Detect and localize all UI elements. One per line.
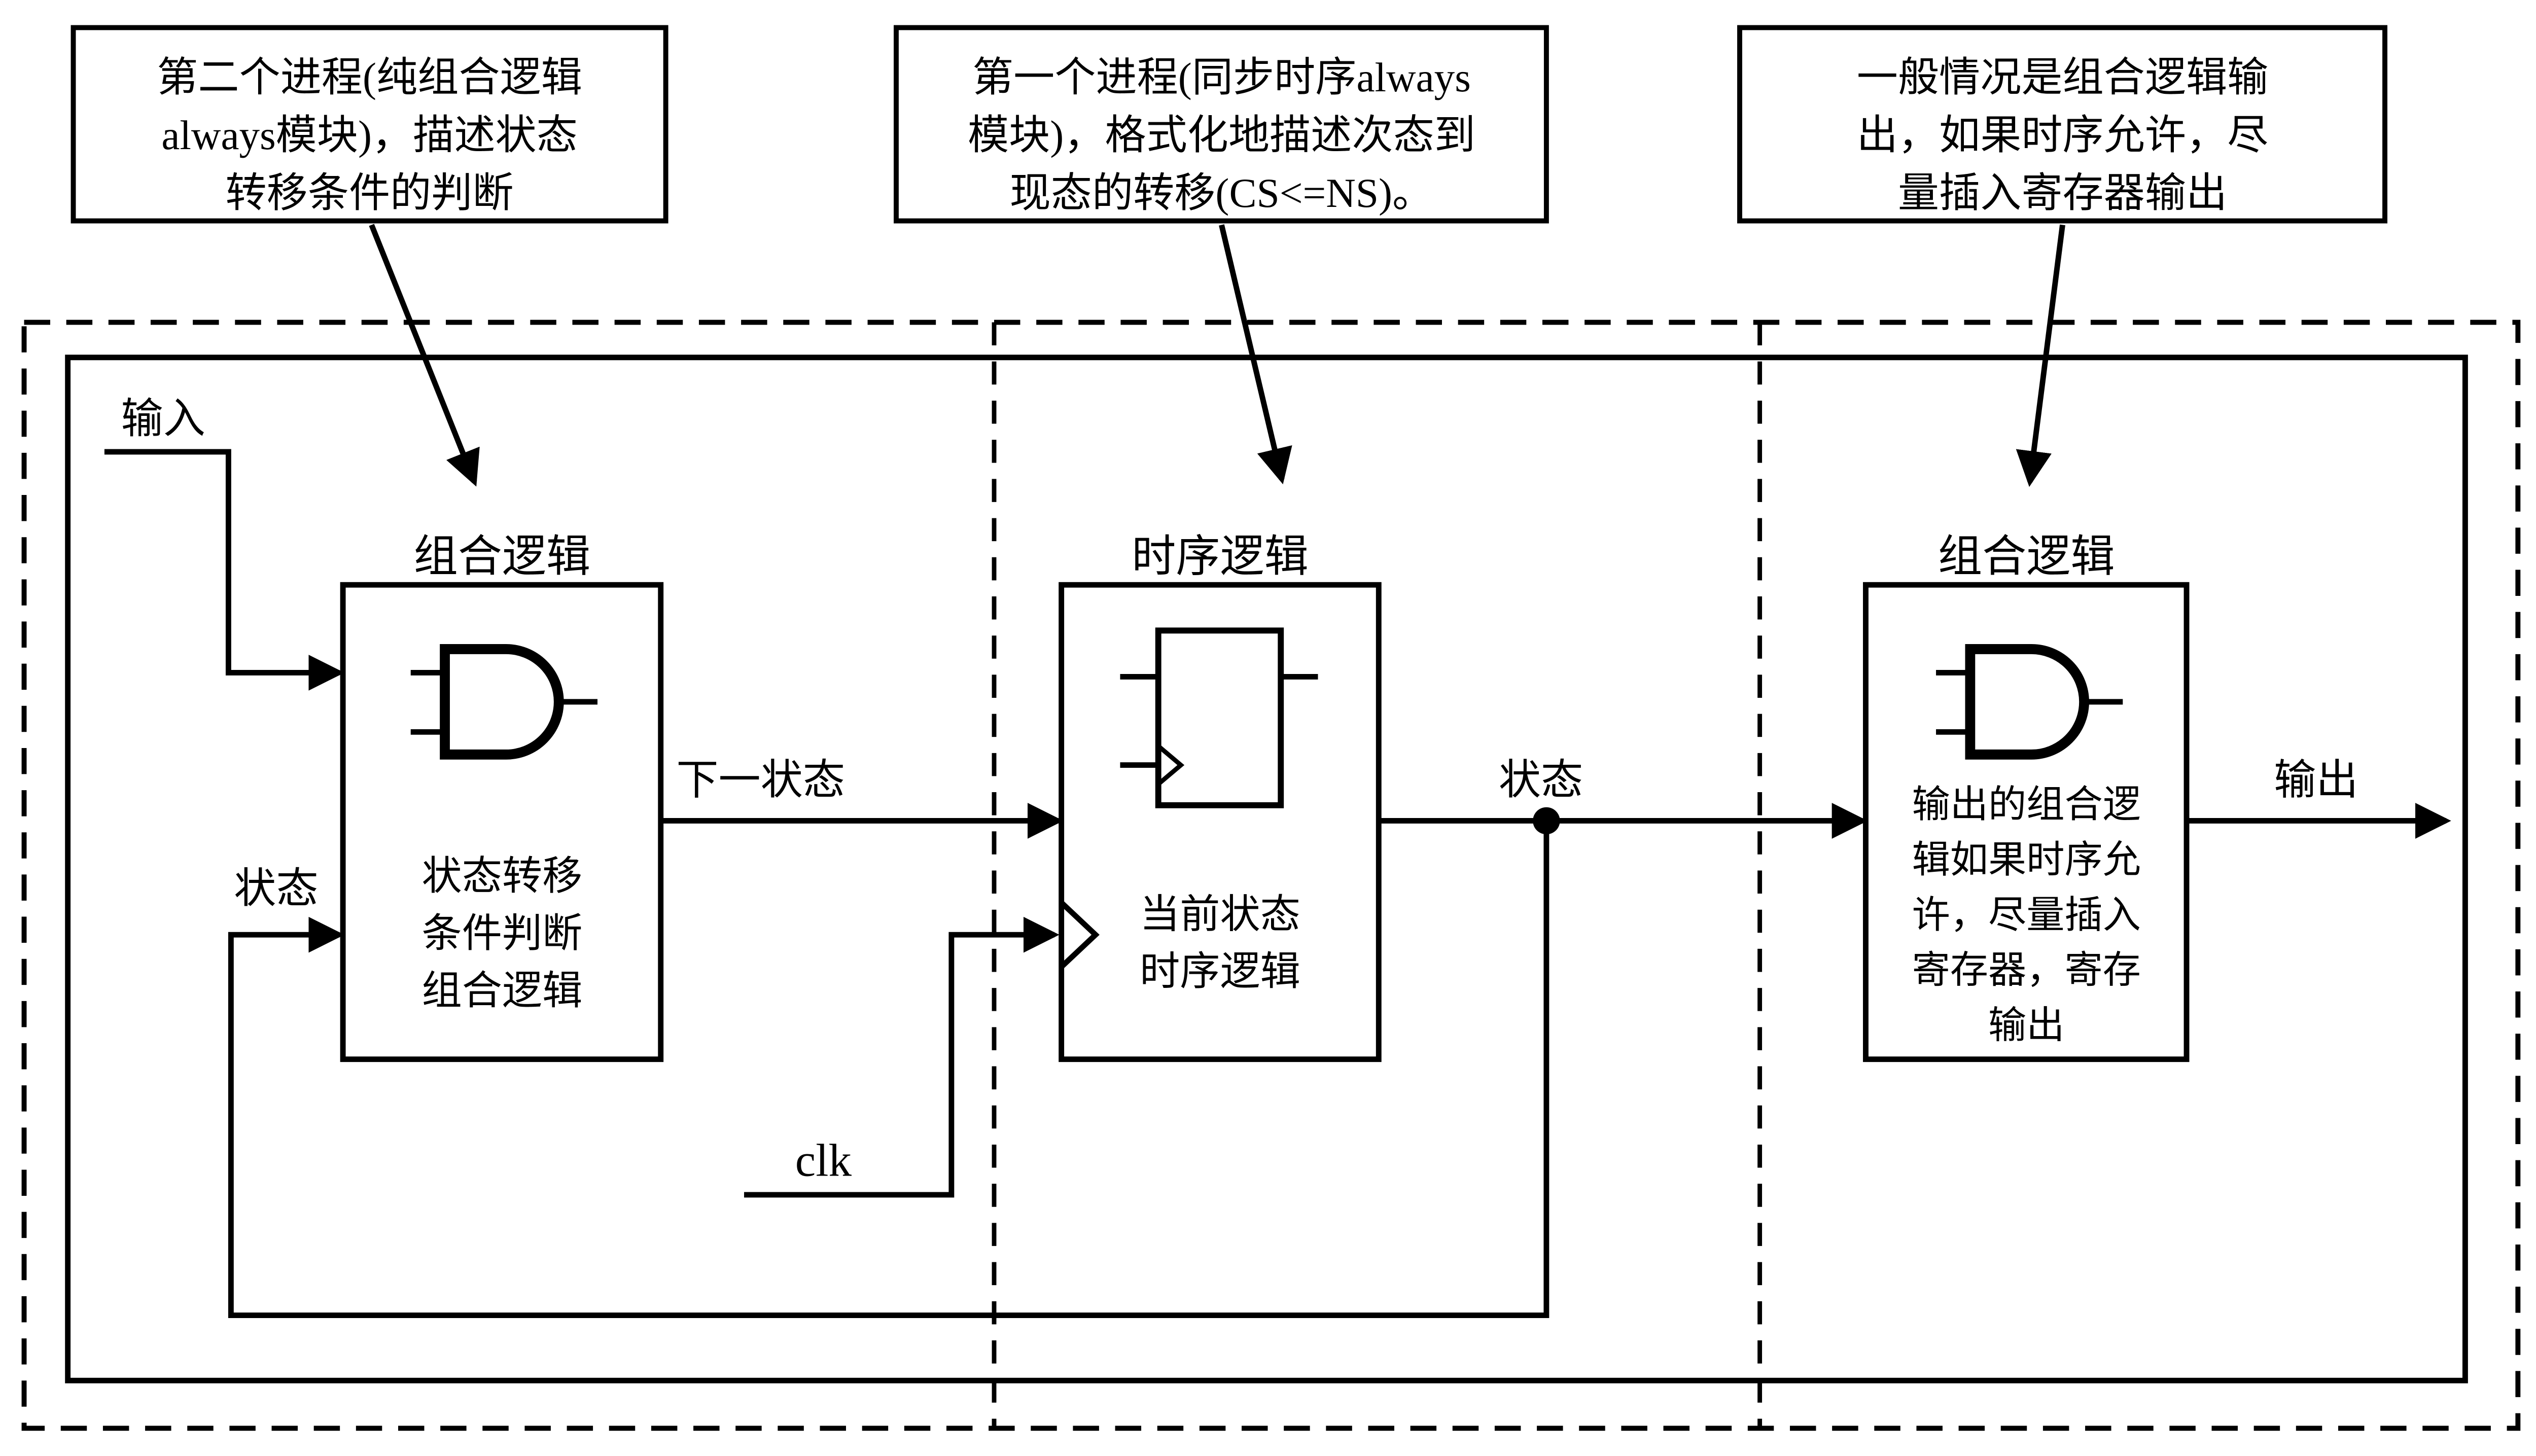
and-gate-icon [1936, 644, 2123, 760]
state-feedback-wire [228, 821, 1549, 1318]
module-boundary [65, 354, 2468, 1383]
state-feedback-label: 状态 [234, 865, 318, 912]
callout-box-output-note [1737, 25, 2387, 224]
callout2-line1: 第一个进程(同步时序always [972, 55, 1471, 100]
block2-body-line1: 当前状态 [1140, 892, 1300, 937]
dff-clock-triangle-icon [1156, 744, 1185, 786]
callout1-line1: 第二个进程(纯组合逻辑 [157, 55, 582, 100]
input-label: 输入 [121, 395, 205, 442]
callout3-line2: 出，如果时序允许，尽 [1857, 113, 2269, 158]
input-wire [104, 449, 345, 691]
callout2-line3: 现态的转移(CS<=NS)。 [1010, 170, 1434, 216]
block3-body-line5: 输出 [1988, 1005, 2064, 1047]
block3-body-line2: 辑如果时序允 [1912, 839, 2141, 881]
callout1-leader-arrow [369, 224, 480, 487]
callout1-line3: 转移条件的判断 [226, 170, 514, 216]
block1-title: 组合逻辑 [414, 532, 590, 581]
callout3-line1: 一般情况是组合逻辑输 [1857, 55, 2269, 100]
clk-label: clk [795, 1134, 852, 1186]
callout1-line2: always模块)，描述状态 [161, 113, 577, 158]
block3-title: 组合逻辑 [1938, 532, 2115, 581]
block1-body-line1: 状态转移 [422, 854, 583, 899]
output-label: 输出 [2274, 757, 2358, 803]
callout2-leader-arrow [1219, 224, 1292, 484]
block2-clock-triangle-icon [1059, 900, 1100, 969]
d-flipflop-icon [1120, 627, 1318, 808]
callout-box-first-process [894, 25, 1549, 224]
callout3-leader-arrow [2016, 224, 2065, 487]
block2-title: 时序逻辑 [1132, 532, 1308, 581]
callout-box-second-process [71, 25, 668, 224]
callout2-line2: 模块)，格式化地描述次态到 [968, 113, 1475, 158]
block3-body-line3: 许，尽量插入 [1912, 894, 2141, 936]
block2-body-line2: 时序逻辑 [1140, 949, 1300, 994]
clk-wire [744, 916, 1060, 1198]
state-label: 状态 [1499, 757, 1583, 803]
block3-body-line4: 寄存器，寄存 [1912, 949, 2141, 991]
callout3-line3: 量插入寄存器输出 [1898, 170, 2227, 216]
and-gate-icon [410, 644, 597, 760]
next-state-label: 下一状态 [676, 757, 845, 803]
block1-body-line3: 组合逻辑 [422, 969, 583, 1013]
outer-dashed-boundary [21, 319, 2521, 1431]
block1-body-line2: 条件判断 [422, 911, 583, 956]
block3-body-line1: 输出的组合逻 [1912, 784, 2141, 826]
